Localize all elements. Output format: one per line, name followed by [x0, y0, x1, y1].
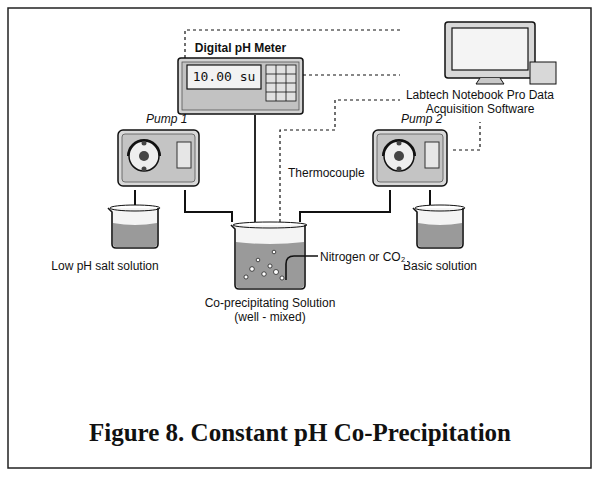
pump-label: Pump 2: [401, 112, 456, 126]
base-beaker: Basic solution: [390, 205, 490, 277]
pump: Pump 1: [110, 112, 205, 190]
ph-display: 10.00 su: [189, 69, 259, 85]
ph-probe: [255, 115, 256, 222]
wire-label: Thermocouple: [286, 166, 367, 180]
computer: Labtech Notebook Pro Data Acquisition So…: [400, 22, 560, 122]
reaction-beaker: Co-precipitating Solution (well - mixed): [190, 222, 350, 326]
connector-line: [134, 190, 136, 205]
connector-line: [429, 190, 431, 205]
signal-wire: [303, 75, 400, 76]
software-label: Labtech Notebook Pro Data Acquisition So…: [400, 88, 560, 116]
connector-line: [453, 122, 480, 150]
salt-beaker: Low pH salt solution: [35, 205, 175, 277]
connector-line: [254, 115, 256, 222]
device-label: Digital pH Meter: [178, 41, 303, 55]
solution-label: Co-precipitating Solution (well - mixed): [194, 296, 346, 324]
connector-line: [300, 190, 390, 222]
pump: Pump 2: [365, 112, 453, 190]
tubing: [185, 190, 232, 222]
connector-line: [303, 74, 400, 75]
signal-wire: [453, 122, 480, 150]
tubing: [300, 190, 390, 222]
figure-caption: Figure 8. Constant pH Co-Precipitation: [10, 418, 590, 448]
tubing: [135, 190, 136, 205]
solution-label: Low pH salt solution: [35, 259, 175, 273]
pump-label: Pump 1: [146, 112, 206, 126]
gas-label: Nitrogen or CO₂: [318, 250, 407, 264]
connector-line: [185, 190, 232, 222]
tubing: [430, 190, 431, 205]
frame-border: [8, 8, 591, 468]
ph-meter: Digital pH Meter 10.00 su: [178, 40, 303, 115]
